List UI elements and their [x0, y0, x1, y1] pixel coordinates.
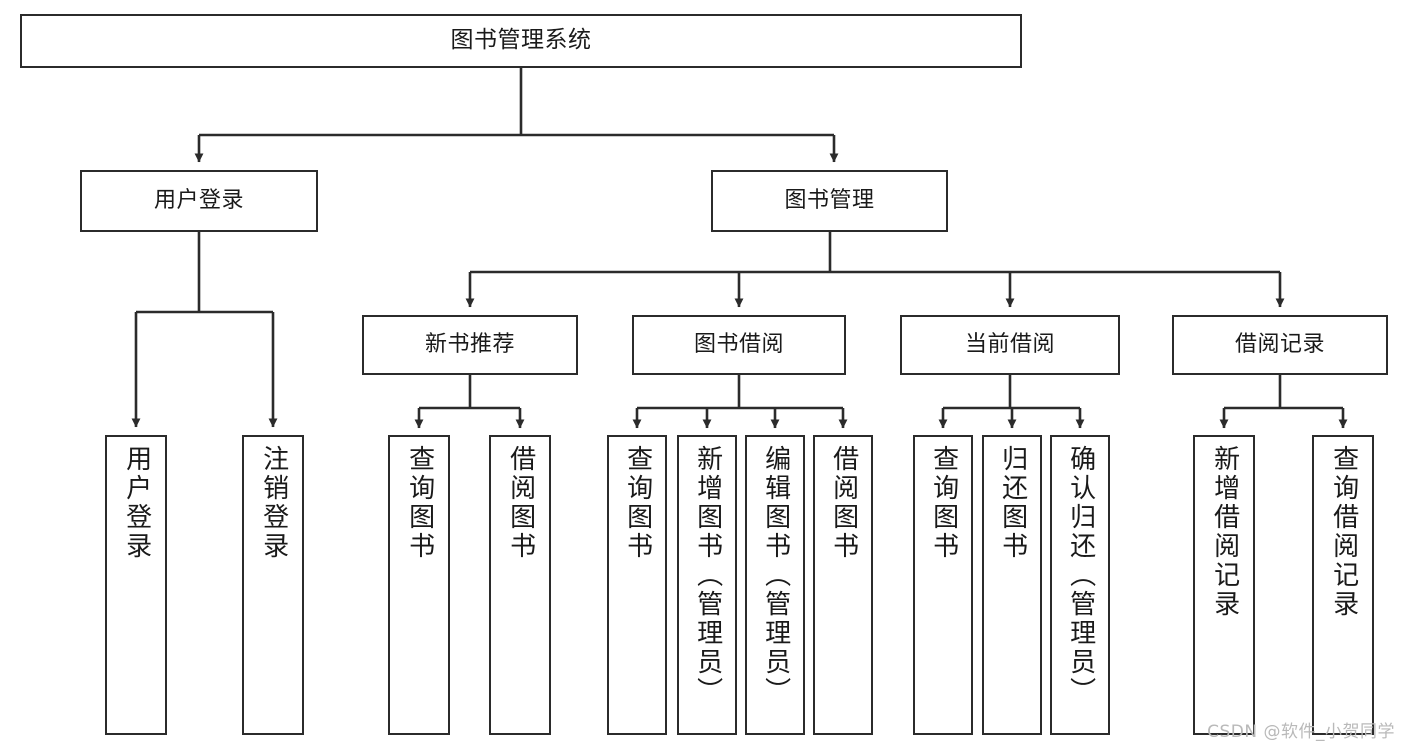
node-new-book-recommend-label: 新书推荐 — [424, 332, 515, 358]
node-borrow-record-label: 借阅记录 — [1234, 332, 1325, 358]
node-leaf-borrow-edit-book-admin[interactable]: 编辑图书（管理员） — [745, 435, 805, 735]
node-leaf-recommend-borrow-book[interactable]: 借阅图书 — [489, 435, 551, 735]
node-leaf-borrow-lend-book-label: 借阅图书 — [828, 445, 859, 561]
node-borrow-record[interactable]: 借阅记录 — [1172, 315, 1388, 375]
node-root-system-label: 图书管理系统 — [450, 27, 592, 54]
node-leaf-user-logout-label: 注销登录 — [258, 445, 289, 561]
node-new-book-recommend[interactable]: 新书推荐 — [362, 315, 578, 375]
node-leaf-current-query-book[interactable]: 查询图书 — [913, 435, 973, 735]
csdn-watermark: CSDN @软件_小贺同学 — [1207, 722, 1395, 742]
node-leaf-user-logout[interactable]: 注销登录 — [242, 435, 304, 735]
node-root-system[interactable]: 图书管理系统 — [20, 14, 1022, 68]
node-user-login[interactable]: 用户登录 — [80, 170, 318, 232]
node-current-borrow-label: 当前借阅 — [964, 332, 1055, 358]
node-leaf-current-return-book-label: 归还图书 — [997, 445, 1028, 561]
node-leaf-record-add-label: 新增借阅记录 — [1209, 445, 1240, 619]
node-leaf-record-query-label: 查询借阅记录 — [1328, 445, 1359, 619]
node-book-borrow[interactable]: 图书借阅 — [632, 315, 846, 375]
node-leaf-recommend-query-book[interactable]: 查询图书 — [388, 435, 450, 735]
node-leaf-borrow-add-book-admin[interactable]: 新增图书（管理员） — [677, 435, 737, 735]
node-leaf-user-login[interactable]: 用户登录 — [105, 435, 167, 735]
node-leaf-borrow-lend-book[interactable]: 借阅图书 — [813, 435, 873, 735]
node-leaf-current-return-book[interactable]: 归还图书 — [982, 435, 1042, 735]
node-book-manage-label: 图书管理 — [784, 188, 875, 214]
node-leaf-user-login-label: 用户登录 — [121, 445, 152, 561]
node-book-manage[interactable]: 图书管理 — [711, 170, 948, 232]
node-leaf-current-confirm-return-admin-label: 确认归还（管理员） — [1065, 445, 1096, 706]
node-leaf-record-query[interactable]: 查询借阅记录 — [1312, 435, 1374, 735]
node-leaf-borrow-add-book-admin-label: 新增图书（管理员） — [692, 445, 723, 706]
node-leaf-recommend-borrow-book-label: 借阅图书 — [505, 445, 536, 561]
node-leaf-current-confirm-return-admin[interactable]: 确认归还（管理员） — [1050, 435, 1110, 735]
node-leaf-borrow-query-book[interactable]: 查询图书 — [607, 435, 667, 735]
node-leaf-record-add[interactable]: 新增借阅记录 — [1193, 435, 1255, 735]
node-leaf-borrow-query-book-label: 查询图书 — [622, 445, 653, 561]
node-leaf-recommend-query-book-label: 查询图书 — [404, 445, 435, 561]
node-current-borrow[interactable]: 当前借阅 — [900, 315, 1120, 375]
node-leaf-current-query-book-label: 查询图书 — [928, 445, 959, 561]
node-leaf-borrow-edit-book-admin-label: 编辑图书（管理员） — [760, 445, 791, 706]
node-user-login-label: 用户登录 — [153, 188, 244, 214]
node-book-borrow-label: 图书借阅 — [693, 332, 784, 358]
